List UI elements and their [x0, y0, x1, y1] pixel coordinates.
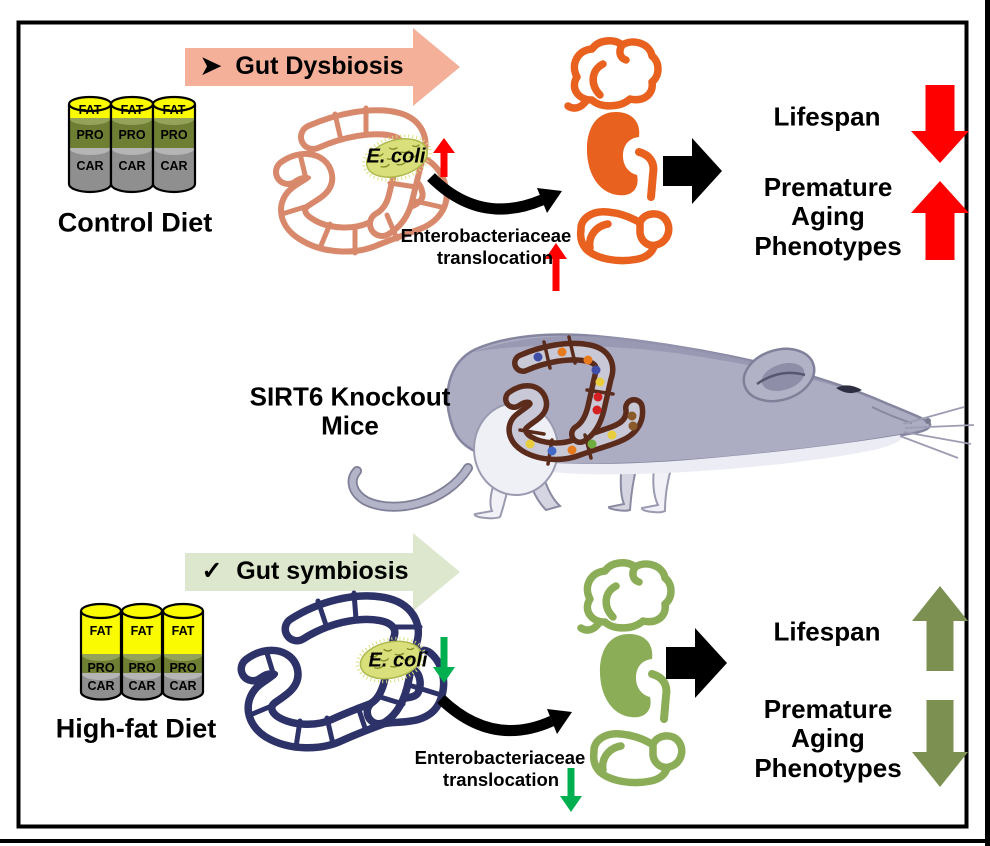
result-arrow-top: [663, 138, 722, 204]
cyl-label: CAR: [76, 159, 103, 173]
cyl-label: FAT: [90, 624, 113, 638]
premature-label-bottom: Premature Aging Phenotypes: [754, 693, 902, 783]
premature-down-arrow: [912, 700, 968, 787]
ecoli-label-top: E. coli: [366, 145, 426, 168]
table-bottom-border: [0, 839, 990, 843]
ecoli-blob-top: [362, 134, 432, 182]
ecoli-blob-bottom: [355, 636, 427, 684]
cyl-label: FAT: [163, 103, 186, 117]
cyl-label: PRO: [160, 128, 187, 142]
lifespan-down-arrow: [911, 85, 969, 163]
cyl-label: CAR: [118, 159, 145, 173]
organs-top: [568, 41, 669, 261]
cyl-label: FAT: [121, 103, 144, 117]
cyl-label: PRO: [128, 661, 155, 675]
symbiosis-bullet: ✓: [201, 557, 223, 585]
highfat-diet-label: High-fat Diet: [55, 713, 217, 744]
highfat-diet-cylinders: FAT PRO CAR FAT PRO CAR FAT PRO CAR: [79, 602, 205, 701]
cyl-label: CAR: [87, 679, 114, 693]
cyl-label: FAT: [172, 624, 195, 638]
translocation-label-bottom-1: Enterobacteriaceae: [414, 747, 586, 768]
cyl-label: FAT: [131, 624, 154, 638]
symbiosis-banner-arrow: [185, 533, 460, 611]
control-diet-label: Control Diet: [57, 207, 213, 238]
premature-up-arrow: [911, 181, 969, 260]
lifespan-up-arrow: [912, 586, 968, 671]
control-diet-cylinders: FAT PRO CAR FAT PRO CAR FAT PRO CAR: [67, 95, 197, 194]
cyl-label: PRO: [169, 661, 196, 675]
translocation-arrow-top: [427, 173, 562, 215]
cyl-label: PRO: [87, 661, 114, 675]
lifespan-label-bottom: Lifespan: [773, 616, 881, 647]
intestine-bottom-icon: [237, 590, 448, 752]
symbiosis-banner-label: ✓ Gut symbiosis: [201, 557, 409, 585]
translocation-up-arrow: [545, 243, 567, 291]
dysbiosis-banner-label: ➤ Gut Dysbiosis: [200, 52, 404, 80]
translocation-label-bottom-2: translocation: [442, 769, 560, 790]
cyl-label: CAR: [128, 679, 155, 693]
mouse-illustration: [347, 333, 975, 520]
cyl-label: CAR: [160, 159, 187, 173]
translocation-label-top-2: translocation: [436, 247, 554, 268]
intestine-top-icon: [273, 105, 450, 256]
translocation-label-top-1: Enterobacteriaceae: [400, 225, 572, 246]
ecoli-down-arrow: [433, 637, 455, 683]
cyl-label: PRO: [118, 128, 145, 142]
sirt6-title: SIRT6 Knockout Mice: [249, 381, 451, 441]
translocation-arrow-bottom: [437, 694, 572, 737]
translocation-down-arrow: [560, 768, 582, 812]
ecoli-up-arrow: [433, 138, 455, 177]
cyl-label: PRO: [76, 128, 103, 142]
ecoli-label-bottom: E. coli: [368, 649, 428, 672]
cyl-label: FAT: [79, 103, 102, 117]
dysbiosis-bullet: ➤: [200, 52, 222, 80]
lifespan-label-top: Lifespan: [773, 101, 881, 132]
premature-label-top: Premature Aging Phenotypes: [754, 171, 902, 261]
dysbiosis-banner-arrow: [185, 28, 460, 106]
result-arrow-bottom: [666, 628, 727, 698]
microbiome-beads: [525, 347, 638, 456]
table-right-border: [985, 0, 990, 846]
cyl-label: CAR: [169, 679, 196, 693]
